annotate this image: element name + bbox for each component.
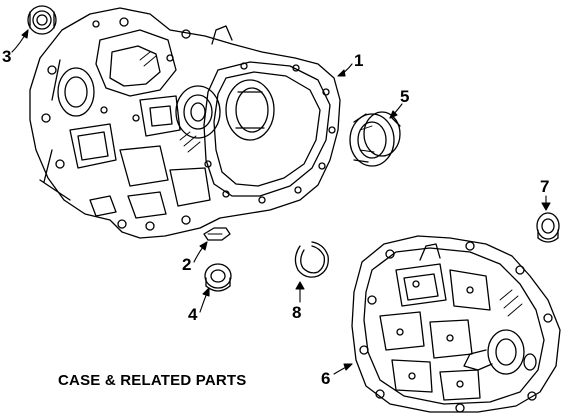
bearing-3-drawing bbox=[27, 5, 57, 35]
front-case-drawing bbox=[29, 7, 341, 239]
callout-7: 7 bbox=[540, 177, 550, 196]
callout-3: 3 bbox=[2, 47, 12, 66]
diagram-caption: CASE & RELATED PARTS bbox=[58, 372, 247, 389]
plug-drawing bbox=[203, 227, 231, 241]
callout-1: 1 bbox=[354, 51, 364, 70]
callout-6: 6 bbox=[321, 369, 331, 388]
callout-5: 5 bbox=[400, 87, 410, 106]
bearing-4-drawing bbox=[204, 263, 232, 292]
snap-ring-drawing bbox=[294, 241, 329, 278]
callout-8: 8 bbox=[292, 303, 302, 322]
callout-4: 4 bbox=[188, 305, 198, 324]
callout-2: 2 bbox=[182, 255, 192, 274]
bearing-7-drawing bbox=[536, 212, 560, 243]
leader-lines bbox=[11, 29, 551, 375]
rear-case-drawing bbox=[351, 235, 561, 413]
bearing-5-drawing bbox=[349, 111, 401, 167]
